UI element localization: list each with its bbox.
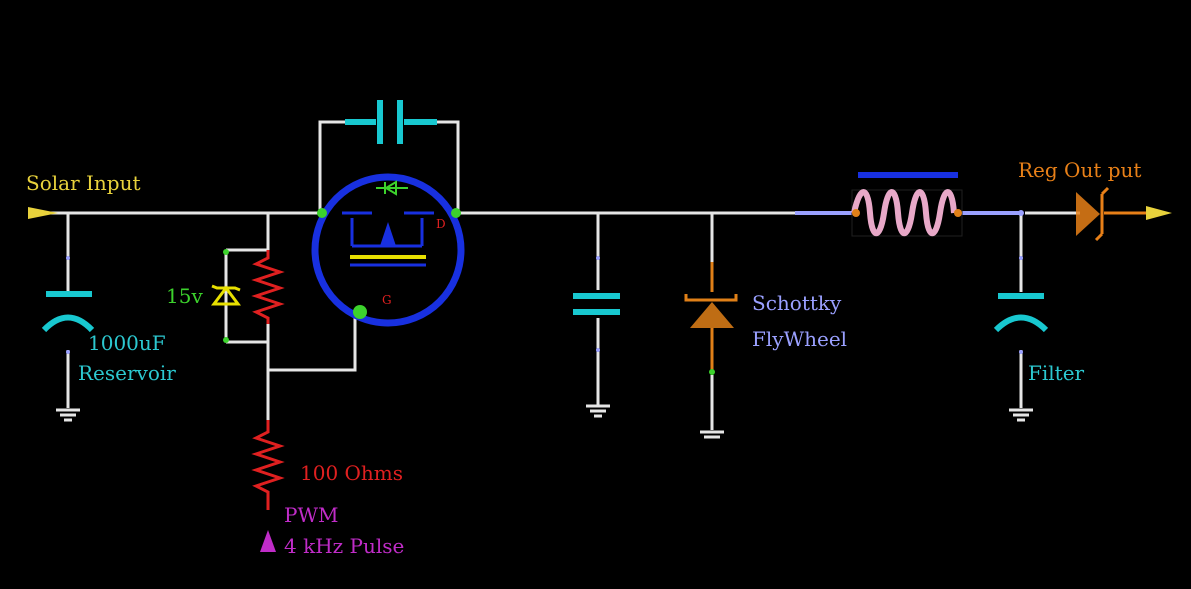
mosfet-switch xyxy=(311,173,465,327)
bypass-capacitor xyxy=(345,100,437,144)
pwm-source-icon xyxy=(260,530,276,552)
wires xyxy=(40,120,1080,420)
schottky-diode xyxy=(684,262,738,430)
schottky-name-label: Schottky xyxy=(752,291,842,315)
gate-resistor xyxy=(251,420,285,510)
pwm-frequency-label: 4 kHz Pulse xyxy=(284,534,404,558)
filter-label: Filter xyxy=(1028,361,1085,385)
reservoir-name-label: Reservoir xyxy=(78,361,176,385)
pwm-label: PWM xyxy=(284,503,339,527)
zener-diode xyxy=(211,249,241,343)
solar-input-label: Solar Input xyxy=(26,171,140,195)
solar-input-arrow-icon xyxy=(28,207,58,219)
ground-icon-reservoir xyxy=(56,408,80,422)
reservoir-capacitor xyxy=(41,256,95,354)
reservoir-value-label: 1000uF xyxy=(88,331,166,355)
ground-icon-filter xyxy=(1009,408,1033,422)
ground-icon-mid xyxy=(586,404,610,418)
mid-capacitor xyxy=(573,256,620,352)
reg-output-label: Reg Out put xyxy=(1018,158,1141,182)
drain-pin-label: D xyxy=(436,217,446,231)
output-arrow-icon xyxy=(1146,206,1172,220)
ground-icon-schottky xyxy=(700,430,724,439)
filter-capacitor xyxy=(993,210,1049,354)
gate-source-resistor xyxy=(251,250,285,324)
inductor xyxy=(795,172,1020,237)
output-diode xyxy=(1076,186,1148,242)
zener-value-label: 15v xyxy=(166,284,203,308)
gate-resistor-label: 100 Ohms xyxy=(300,461,403,485)
schottky-role-label: FlyWheel xyxy=(752,327,847,351)
gate-pin-label: G xyxy=(382,293,392,307)
